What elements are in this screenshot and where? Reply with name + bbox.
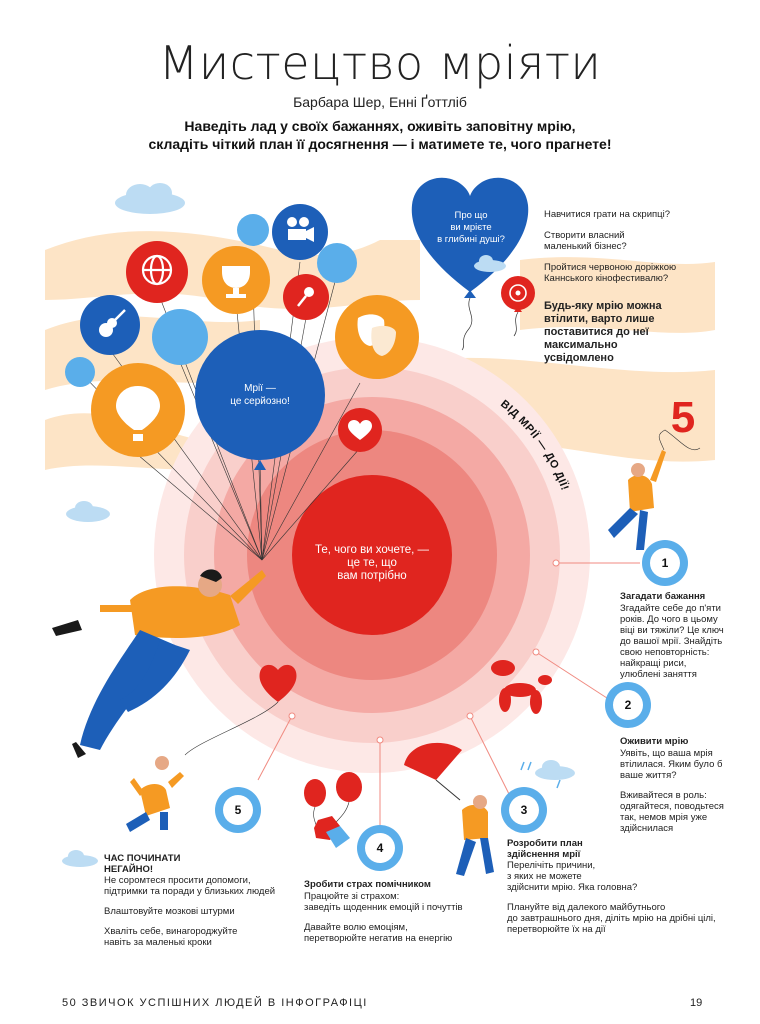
step-4-line4: перетворюйте негатив на енергію <box>304 933 453 944</box>
step-2-title: Оживити мрію <box>620 736 689 747</box>
heart-balloon <box>411 177 529 351</box>
umbrella-person <box>404 742 494 876</box>
step-5-title-line1: ЧАС ПОЧИНАТИ <box>104 853 181 864</box>
step-1-line5: свою неповторність: <box>620 647 710 658</box>
step-3-line5: до завтрашнього дня, діліть мрію на дріб… <box>507 913 716 924</box>
step-5-line3: Влаштовуйте мозкові штурми <box>104 906 235 917</box>
dream-bold-5: усвідомлено <box>544 352 614 364</box>
step-1-line2: років. До чого в цьому <box>620 614 718 625</box>
step-2-line4: Вживайтеся в роль: <box>620 790 707 801</box>
step-3-line3: здійснити мрію. Яка головна? <box>507 882 638 893</box>
step-2-line5: одягайтеся, поводьтеся <box>620 801 724 812</box>
balloon-dog-icon <box>491 660 552 714</box>
heart-balloon-line3: в глибині душі? <box>437 234 505 245</box>
heart-balloon-line1: Про що <box>454 210 487 221</box>
globe-icon <box>141 254 173 286</box>
step-4-line1: Працюйте зі страхом: <box>304 891 400 902</box>
step-4-number: 4 <box>377 841 384 855</box>
step-5-number: 5 <box>235 803 242 817</box>
step-2-line6: так, немов мрія уже <box>620 812 708 823</box>
step-3-line2: з яких не можете <box>507 871 582 882</box>
heart-balloon-line2: ви мрієте <box>450 222 491 233</box>
dream-example-2a: Створити власний <box>544 230 625 241</box>
step-1-title: Загадати бажання <box>620 591 706 602</box>
film-camera-icon <box>287 217 314 242</box>
center-line1: Те, чого ви хочете, — <box>315 544 430 556</box>
step-circles <box>215 540 688 871</box>
step-2-line7: здійснилася <box>620 823 674 834</box>
step-4-title: Зробити страх помічником <box>304 879 431 890</box>
step-2-line3: ваше життя? <box>620 770 677 781</box>
step-4-line3: Давайте волю емоціям, <box>304 922 408 933</box>
step-5-line1: Не соромтеся просити допомоги, <box>104 875 251 886</box>
heart-icon <box>348 420 372 440</box>
step-2-line1: Уявіть, що ваша мрія <box>620 748 713 759</box>
dream-example-1: Навчитися грати на скрипці? <box>544 209 670 220</box>
center-line3: вам потрібно <box>337 570 406 582</box>
popped-balloons <box>304 772 362 848</box>
dream-example-3a: Пройтися червоною доріжкою <box>544 262 677 273</box>
trophy-icon <box>222 266 250 298</box>
heart-balloon-small <box>184 664 297 756</box>
page-title: Мистецтво мріяти <box>158 36 602 90</box>
dream-bold-1: Будь-яку мрію можна <box>544 300 662 312</box>
dream-example-2b: маленький бізнес? <box>544 241 627 252</box>
step-1-line4: до вашої мрії. Знайдіть <box>620 636 723 647</box>
step-connectors <box>257 562 640 830</box>
step-3-number: 3 <box>521 803 528 817</box>
center-line2: це те, що <box>347 557 397 569</box>
dream-bold-3: поставитися до неї <box>544 326 649 338</box>
step-1-number: 1 <box>662 556 669 570</box>
step-5-line4: Хваліть себе, винагороджуйте <box>104 926 238 937</box>
step-3-line6: перетворюйте їх на дії <box>507 924 606 935</box>
theater-masks-icon <box>357 314 396 356</box>
subtitle-line2: складіть чіткий план її досягнення — і м… <box>148 136 612 152</box>
authors: Барбара Шер, Енні Ґоттліб <box>293 94 467 110</box>
step-5-line5: навіть за маленькі кроки <box>104 937 212 948</box>
cloud-icon <box>62 183 575 867</box>
person-with-5-balloon <box>608 429 701 550</box>
dream-bold-2: втілити, варто лише <box>544 313 655 325</box>
dream-bold-4: максимально <box>544 339 618 351</box>
step-3-line4: Плануйте від далекого майбутнього <box>507 902 666 913</box>
dream-example-3b: Каннського кінофестивалю? <box>544 273 669 284</box>
footer-book-title: 50 ЗВИЧОК УСПІШНИХ ЛЮДЕЙ В ІНФОГРАФІЦІ <box>62 997 368 1009</box>
rain-cloud-icon <box>520 761 561 789</box>
page-number: 19 <box>690 997 703 1009</box>
step-2-number: 2 <box>625 698 632 712</box>
microphone-icon <box>297 287 314 307</box>
subtitle-line1: Наведіть лад у своїх бажаннях, оживіть з… <box>184 118 576 134</box>
step-1-line7: улюблені заняття <box>620 669 697 680</box>
flying-person-main <box>52 569 266 758</box>
step-3-line1: Перелічіть причини, <box>507 860 596 871</box>
step-4-line2: заведіть щоденник емоцій і почуттів <box>304 902 463 913</box>
big-balloon-line1: Мрії — <box>244 383 276 394</box>
step-3-title-line1: Розробити план <box>507 838 583 849</box>
step-1-line6: найкращі риси, <box>620 658 687 669</box>
step-2-line2: втілилася. Яким було б <box>620 759 723 770</box>
step-1-line1: Згадайте себе до п'яти <box>620 603 721 614</box>
step-5-line2: підтримки та поради у близьких людей <box>104 886 276 897</box>
jumping-person <box>126 756 184 832</box>
target-balloon <box>501 276 535 337</box>
guitar-icon <box>99 309 126 337</box>
hot-air-balloon-icon <box>116 386 160 441</box>
step-1-line3: віці ви тяжіли? Це ключ <box>620 625 724 636</box>
big-balloon-line2: це серйозно! <box>230 396 290 407</box>
step-3-title-line2: здійснення мрії <box>507 849 581 860</box>
big-five-balloon: 5 <box>671 393 695 442</box>
step-5-title-line2: НЕГАЙНО! <box>104 864 154 875</box>
